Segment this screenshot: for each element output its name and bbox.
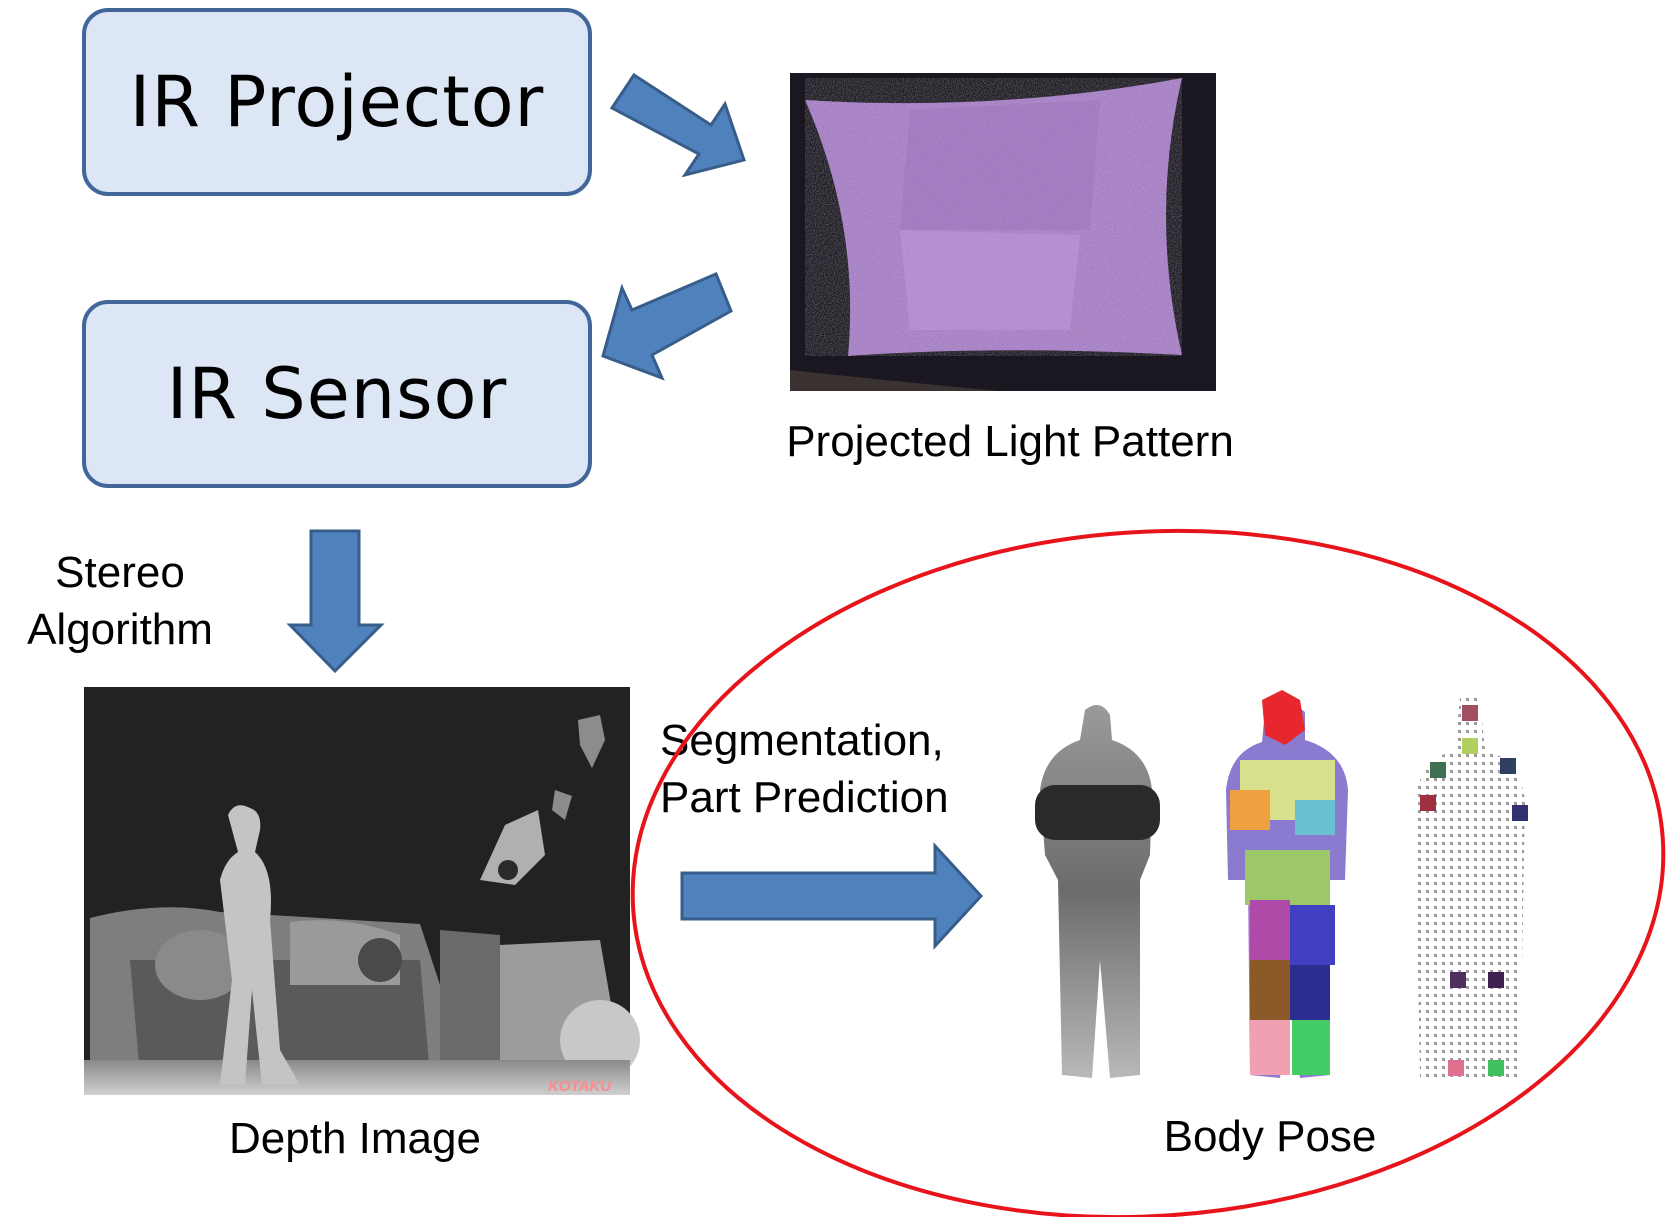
body-pose-figure-depth <box>1035 705 1160 1078</box>
segmentation-label: Segmentation, Part Prediction <box>660 712 1000 826</box>
ir-sensor-label: IR Sensor <box>166 353 508 435</box>
stereo-algorithm-line-1: Stereo <box>55 548 185 597</box>
arrow-sensor-to-depth <box>286 529 385 674</box>
projected-light-pattern-image <box>790 73 1216 391</box>
body-pose-label: Body Pose <box>1163 1112 1377 1161</box>
ir-projector-label: IR Projector <box>129 61 545 143</box>
depth-image: KOTAKU <box>84 687 640 1095</box>
stereo-algorithm-label: Stereo Algorithm <box>0 544 240 658</box>
segmentation-line-2: Part Prediction <box>660 773 949 822</box>
arrow-depth-to-pose <box>680 842 984 950</box>
depth-image-label: Depth Image <box>229 1114 481 1163</box>
segmentation-line-1: Segmentation, <box>660 716 944 765</box>
ir-projector-node: IR Projector <box>82 8 592 196</box>
highlight-ellipse <box>630 528 1666 1217</box>
arrow-pattern-to-sensor <box>601 272 733 381</box>
arrow-projector-to-pattern <box>609 72 746 178</box>
kotaku-watermark: KOTAKU <box>548 1078 612 1095</box>
ir-sensor-node: IR Sensor <box>82 300 592 488</box>
stereo-algorithm-line-2: Algorithm <box>27 605 213 654</box>
body-pose-figure-joints <box>1415 698 1528 1080</box>
projected-light-pattern-label: Projected Light Pattern <box>786 417 1234 466</box>
body-pose-figure-parts <box>1226 690 1348 1078</box>
